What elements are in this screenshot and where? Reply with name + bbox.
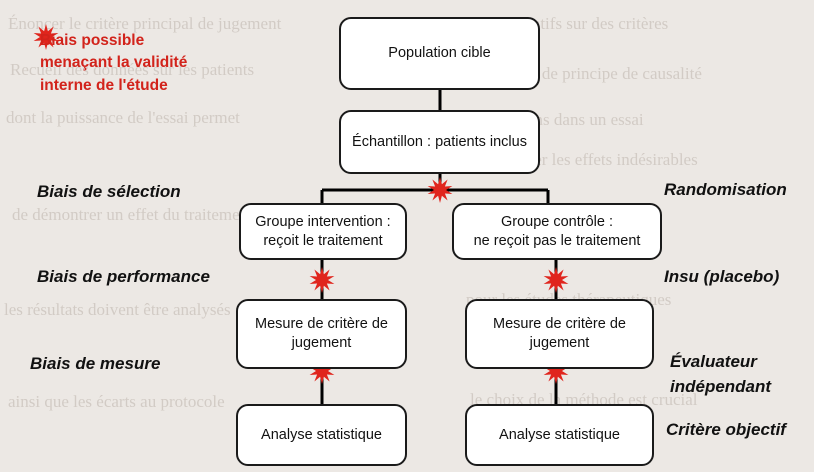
biais-mesure-label: Biais de mesure — [30, 354, 161, 373]
mesure-critere-right-box: Mesure de critère de jugement — [465, 299, 654, 369]
selection-starburst-icon — [427, 177, 453, 203]
mesure-right-starburst-icon — [543, 358, 569, 384]
performance-left-starburst-icon — [309, 267, 335, 293]
starburst-icon — [33, 24, 59, 50]
biais-performance-label: Biais de performance — [37, 267, 210, 286]
mesure-critere-left-box: Mesure de critère de jugement — [236, 299, 407, 369]
performance-right-starburst-icon — [543, 267, 569, 293]
analyse-right-box: Analyse statistique — [465, 404, 654, 466]
biais-selection-label: Biais de sélection — [37, 182, 181, 201]
population-cible-box: Population cible — [339, 17, 540, 90]
groupe-controle-box: Groupe contrôle : ne reçoit pas le trait… — [452, 203, 662, 260]
mesure-left-starburst-icon — [309, 358, 335, 384]
evaluateur-independant-label: Évaluateur indépendant — [670, 352, 772, 396]
randomisation-label: Randomisation — [664, 180, 787, 199]
legend-text: Biais possible menaçant la validité inte… — [40, 32, 188, 94]
analyse-left-box: Analyse statistique — [236, 404, 407, 466]
insu-placebo-label: Insu (placebo) — [664, 267, 780, 286]
echantillon-box: Échantillon : patients inclus — [339, 110, 540, 174]
groupe-intervention-box: Groupe intervention : reçoit le traiteme… — [239, 203, 407, 260]
critere-objectif-label: Critère objectif — [666, 420, 786, 439]
